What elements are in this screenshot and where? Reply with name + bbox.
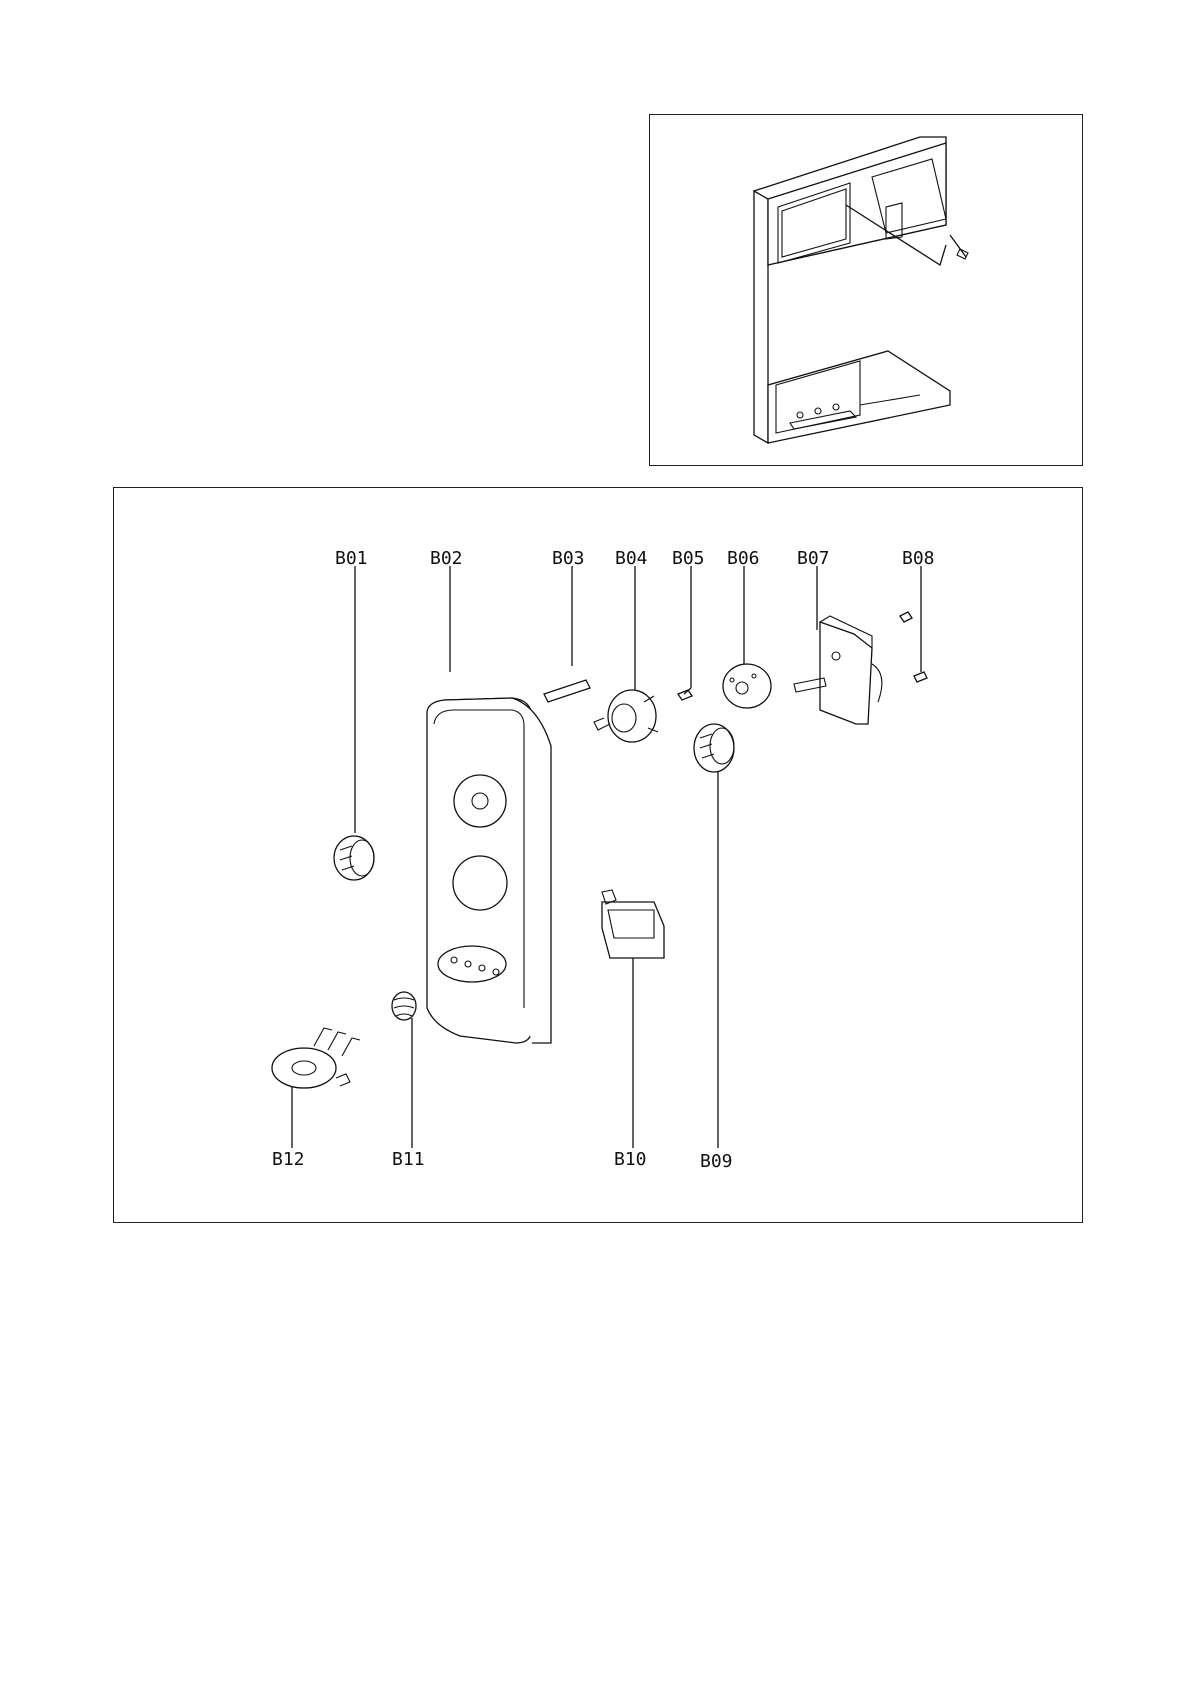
label-b05: B05	[672, 548, 705, 569]
part-b05-screw	[678, 688, 692, 700]
part-b10-bracket	[602, 890, 664, 958]
label-b12: B12	[272, 1149, 305, 1170]
label-b11: B11	[392, 1149, 425, 1170]
exploded-parts-diagram: B01 B02 B03 B04 B05 B06 B07 B08 B09 B10 …	[114, 488, 1084, 1224]
label-b09: B09	[700, 1151, 733, 1172]
door-panel	[754, 137, 968, 443]
label-b06: B06	[727, 548, 760, 569]
door-assembly-inset	[650, 115, 1084, 467]
label-b01: B01	[335, 548, 368, 569]
part-b08-screws	[900, 612, 927, 682]
label-b10: B10	[614, 1149, 647, 1170]
label-b03: B03	[552, 548, 585, 569]
part-b11-spring	[392, 992, 416, 1020]
part-b07-timer-module	[794, 616, 882, 724]
part-b04-switch	[594, 690, 658, 742]
part-b03-strip	[544, 680, 590, 702]
part-b02-housing	[427, 698, 551, 1043]
label-b07: B07	[797, 548, 830, 569]
part-b09-knob	[694, 724, 734, 772]
part-b01-knob	[334, 836, 374, 880]
label-b08: B08	[902, 548, 935, 569]
label-b02: B02	[430, 548, 463, 569]
label-b04: B04	[615, 548, 648, 569]
inset-diagram-frame	[649, 114, 1083, 466]
part-b06-disc	[723, 664, 771, 708]
part-b12-switch	[272, 1028, 360, 1088]
exploded-view-frame: B01 B02 B03 B04 B05 B06 B07 B08 B09 B10 …	[113, 487, 1083, 1223]
